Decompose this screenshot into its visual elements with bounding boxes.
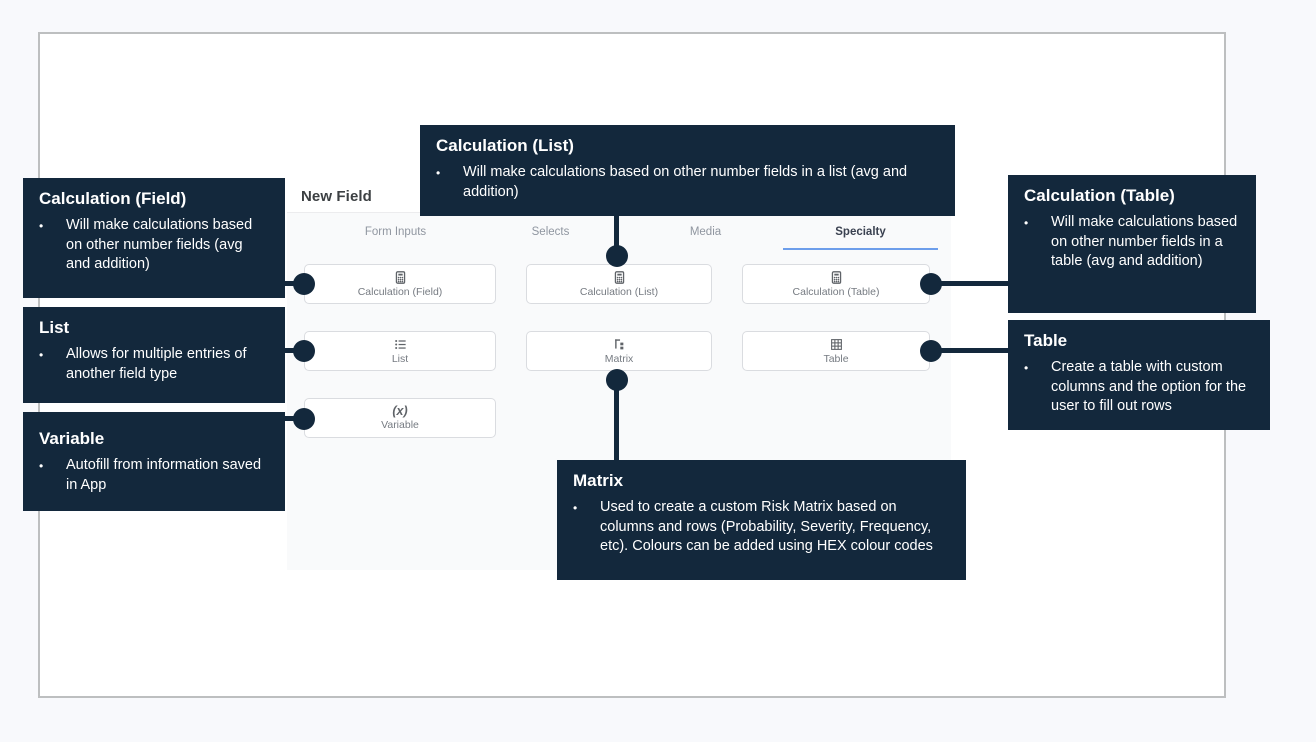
field-type-button-calculation-list[interactable]: (x) Calculation (List) [526, 264, 712, 304]
field-type-button-matrix[interactable]: (x) Matrix [526, 331, 712, 371]
field-type-button-calculation-field[interactable]: (x) Calculation (Field) [304, 264, 496, 304]
tab-label: Specialty [835, 225, 886, 238]
field-type-label: Table [823, 352, 849, 365]
callout-bullet-item: • Will make calculations based on other … [1024, 213, 1240, 272]
callout-description: Create a table with custom columns and t… [1051, 359, 1247, 415]
callout-description: Allows for multiple entries of another f… [66, 346, 247, 382]
connector-dot-table [920, 340, 942, 362]
connector-line-matrix [614, 373, 619, 461]
bullet-point: • [573, 501, 578, 515]
field-type-label: Calculation (Table) [792, 285, 880, 298]
field-type-label: List [391, 352, 409, 365]
callout-description: Autofill from information saved in App [66, 457, 262, 493]
bullet-point: • [39, 348, 44, 362]
field-type-label: Matrix [604, 352, 634, 365]
callout-bullet-item: • Will make calculations based on other … [39, 216, 269, 275]
callout-list: List • Allows for multiple entries of an… [23, 307, 285, 403]
tab-form-inputs[interactable]: Form Inputs [318, 213, 473, 250]
tab-specialty[interactable]: Specialty [783, 213, 938, 250]
field-type-button-table[interactable]: (x) Table [742, 331, 930, 371]
callout-title: Calculation (Table) [1024, 186, 1175, 205]
callout-bullet-item: • Autofill from information saved in App [39, 456, 269, 495]
active-tab-underline [783, 248, 938, 250]
callout-bullet-item: • Used to create a custom Risk Matrix ba… [573, 498, 950, 557]
matrix-tree-icon [613, 338, 626, 351]
field-type-button-list[interactable]: (x) List [304, 331, 496, 371]
calculator-icon [830, 270, 843, 284]
callout-bullet-item: • Will make calculations based on other … [436, 163, 939, 202]
callout-table: Table • Create a table with custom colum… [1008, 320, 1270, 431]
tab-label: Media [689, 225, 722, 238]
callout-title: Variable [39, 429, 105, 448]
tab-label: Form Inputs [364, 225, 427, 238]
connector-dot-matrix [606, 369, 628, 391]
connector-line-calculation-table [926, 281, 1008, 286]
bullet-point: • [1024, 216, 1029, 230]
callout-bullet-item: • Allows for multiple entries of another… [39, 345, 269, 384]
callout-title: Matrix [573, 471, 624, 490]
callout-description: Will make calculations based on other nu… [463, 164, 908, 200]
bullet-point: • [39, 219, 44, 233]
connector-line-calculation-list [614, 215, 619, 258]
connector-line-table [926, 348, 1008, 353]
callout-calculation-list: Calculation (List) • Will make calculati… [420, 125, 955, 216]
variable-x-icon: (x) [392, 403, 408, 418]
table-grid-icon [830, 338, 843, 351]
callout-calculation-field: Calculation (Field) • Will make calculat… [23, 178, 285, 298]
callout-description: Will make calculations based on other nu… [66, 217, 253, 273]
callout-title: Table [1024, 331, 1068, 350]
field-type-button-variable[interactable]: (x) Variable [304, 398, 496, 438]
calculator-icon [613, 270, 626, 284]
tab-media[interactable]: Media [628, 213, 783, 250]
connector-dot-calculation-table [920, 273, 942, 295]
tab-selects[interactable]: Selects [473, 213, 628, 250]
callout-title: Calculation (Field) [39, 189, 187, 208]
callout-title: List [39, 318, 70, 337]
connector-dot-calculation-list [606, 245, 628, 267]
dialog-tab-bar: Form Inputs Selects Media Specialty [287, 213, 951, 250]
bullet-point: • [436, 166, 441, 180]
tab-label: Selects [531, 225, 570, 238]
field-type-label: Variable [381, 419, 419, 432]
calculator-icon [394, 270, 407, 284]
connector-dot-list [293, 340, 315, 362]
callout-description: Will make calculations based on other nu… [1051, 214, 1238, 270]
connector-dot-calculation-field [293, 273, 315, 295]
bullet-point: • [39, 459, 44, 473]
field-type-label: Calculation (Field) [357, 285, 443, 298]
field-type-label: Calculation (List) [579, 285, 659, 298]
callout-bullet-item: • Create a table with custom columns and… [1024, 358, 1254, 417]
callout-variable: Variable • Autofill from information sav… [23, 412, 285, 511]
bullet-point: • [1024, 361, 1029, 375]
callout-title: Calculation (List) [436, 136, 574, 155]
dialog-title: New Field [301, 187, 372, 205]
callout-calculation-table: Calculation (Table) • Will make calculat… [1008, 175, 1256, 313]
bulleted-list-icon [394, 338, 407, 351]
callout-description: Used to create a custom Risk Matrix base… [600, 499, 933, 555]
callout-matrix: Matrix • Used to create a custom Risk Ma… [557, 460, 966, 580]
field-type-button-calculation-table[interactable]: (x) Calculation (Table) [742, 264, 930, 304]
connector-dot-variable [293, 408, 315, 430]
